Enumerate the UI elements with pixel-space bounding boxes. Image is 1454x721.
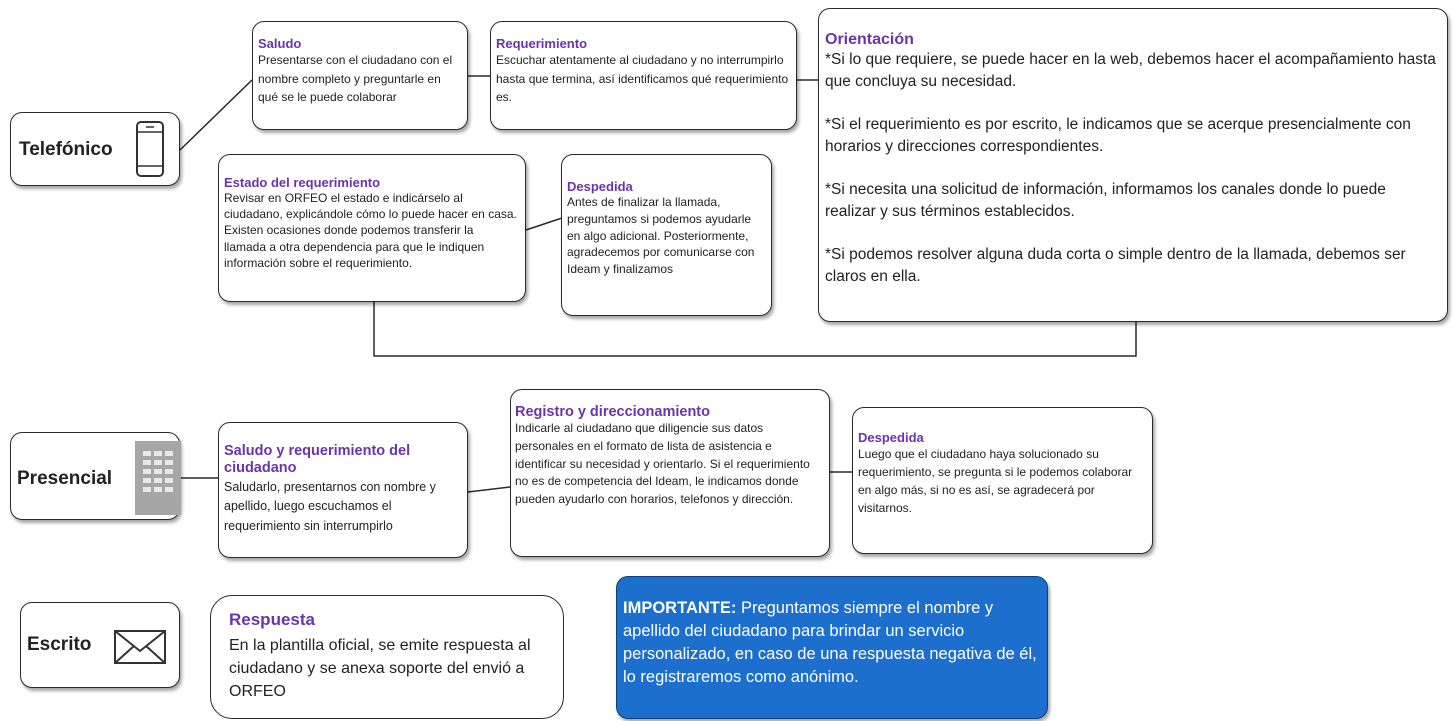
importante-note: IMPORTANTE: Preguntamos siempre el nombr… [616, 576, 1048, 719]
card-text: Revisar en ORFEO el estado e indicárselo… [224, 191, 517, 270]
envelope-icon [114, 630, 166, 664]
card-title: Respuesta [229, 610, 315, 629]
importante-text: Preguntamos siempre el nombre y apellido… [623, 599, 1037, 687]
card-text: Saludarlo, presentarnos con nombre y ape… [224, 479, 436, 533]
orientacion-item: *Si el requerimiento es por escrito, le … [825, 115, 1411, 156]
card-text: Presentarse con el ciudadano con el nomb… [258, 53, 453, 105]
presencial-registro-card: Registro y direccionamiento Indicarle al… [510, 389, 830, 557]
channel-label: Telefónico [19, 139, 113, 160]
card-title: Registro y direccionamiento [515, 404, 710, 420]
card-title: Despedida [858, 430, 924, 445]
connector-loop [373, 302, 1137, 357]
phone-icon [136, 121, 164, 177]
presencial-despedida-card: Despedida Luego que el ciudadano haya so… [852, 407, 1153, 554]
card-text: Antes de finalizar la llamada, preguntam… [567, 195, 755, 277]
card-title: Despedida [567, 179, 633, 194]
presencial-saludo-card: Saludo y requerimiento del ciudadano Sal… [218, 422, 468, 558]
channel-presencial: Presencial [10, 432, 181, 520]
card-text: Luego que el ciudadano haya solucionado … [858, 447, 1133, 515]
telefonico-despedida-card: Despedida Antes de finalizar la llamada,… [561, 154, 772, 316]
channel-escrito: Escrito [20, 602, 180, 688]
card-title: Requerimiento [496, 36, 588, 51]
telefonico-saludo-card: Saludo Presentarse con el ciudadano con … [252, 21, 468, 130]
importante-label: IMPORTANTE: [623, 599, 737, 617]
card-text: Indicarle al ciudadano que diligencie su… [515, 421, 810, 506]
connector-telefonico-saludo [179, 79, 253, 151]
card-title: Saludo [258, 36, 302, 51]
telefonico-orientacion-card: Orientación *Si lo que requiere, se pued… [818, 8, 1448, 322]
telefonico-requerimiento-card: Requerimiento Escuchar atentamente al ci… [490, 21, 797, 130]
card-title: Saludo y requerimiento del ciudadano [224, 443, 411, 477]
orientacion-item: *Si necesita una solicitud de informació… [825, 180, 1386, 221]
building-icon [135, 441, 181, 515]
channel-telefonico: Telefónico [10, 112, 180, 186]
card-text: En la plantilla oficial, se emite respue… [229, 637, 531, 701]
channel-label: Escrito [27, 634, 92, 655]
connector-saludo-registro [467, 486, 511, 493]
card-text: Escuchar atentamente al ciudadano y no i… [496, 53, 789, 105]
orientacion-item: *Si lo que requiere, se puede hacer en l… [825, 51, 1436, 91]
channel-label: Presencial [17, 468, 113, 489]
escrito-respuesta-card: Respuesta En la plantilla oficial, se em… [210, 595, 564, 719]
telefonico-estado-card: Estado del requerimiento Revisar en ORFE… [218, 154, 526, 302]
card-title: Estado del requerimiento [224, 175, 381, 190]
orientacion-item: *Si podemos resolver alguna duda corta o… [825, 245, 1406, 286]
connector-estado-despedida [525, 217, 563, 231]
card-title: Orientación [825, 31, 914, 48]
